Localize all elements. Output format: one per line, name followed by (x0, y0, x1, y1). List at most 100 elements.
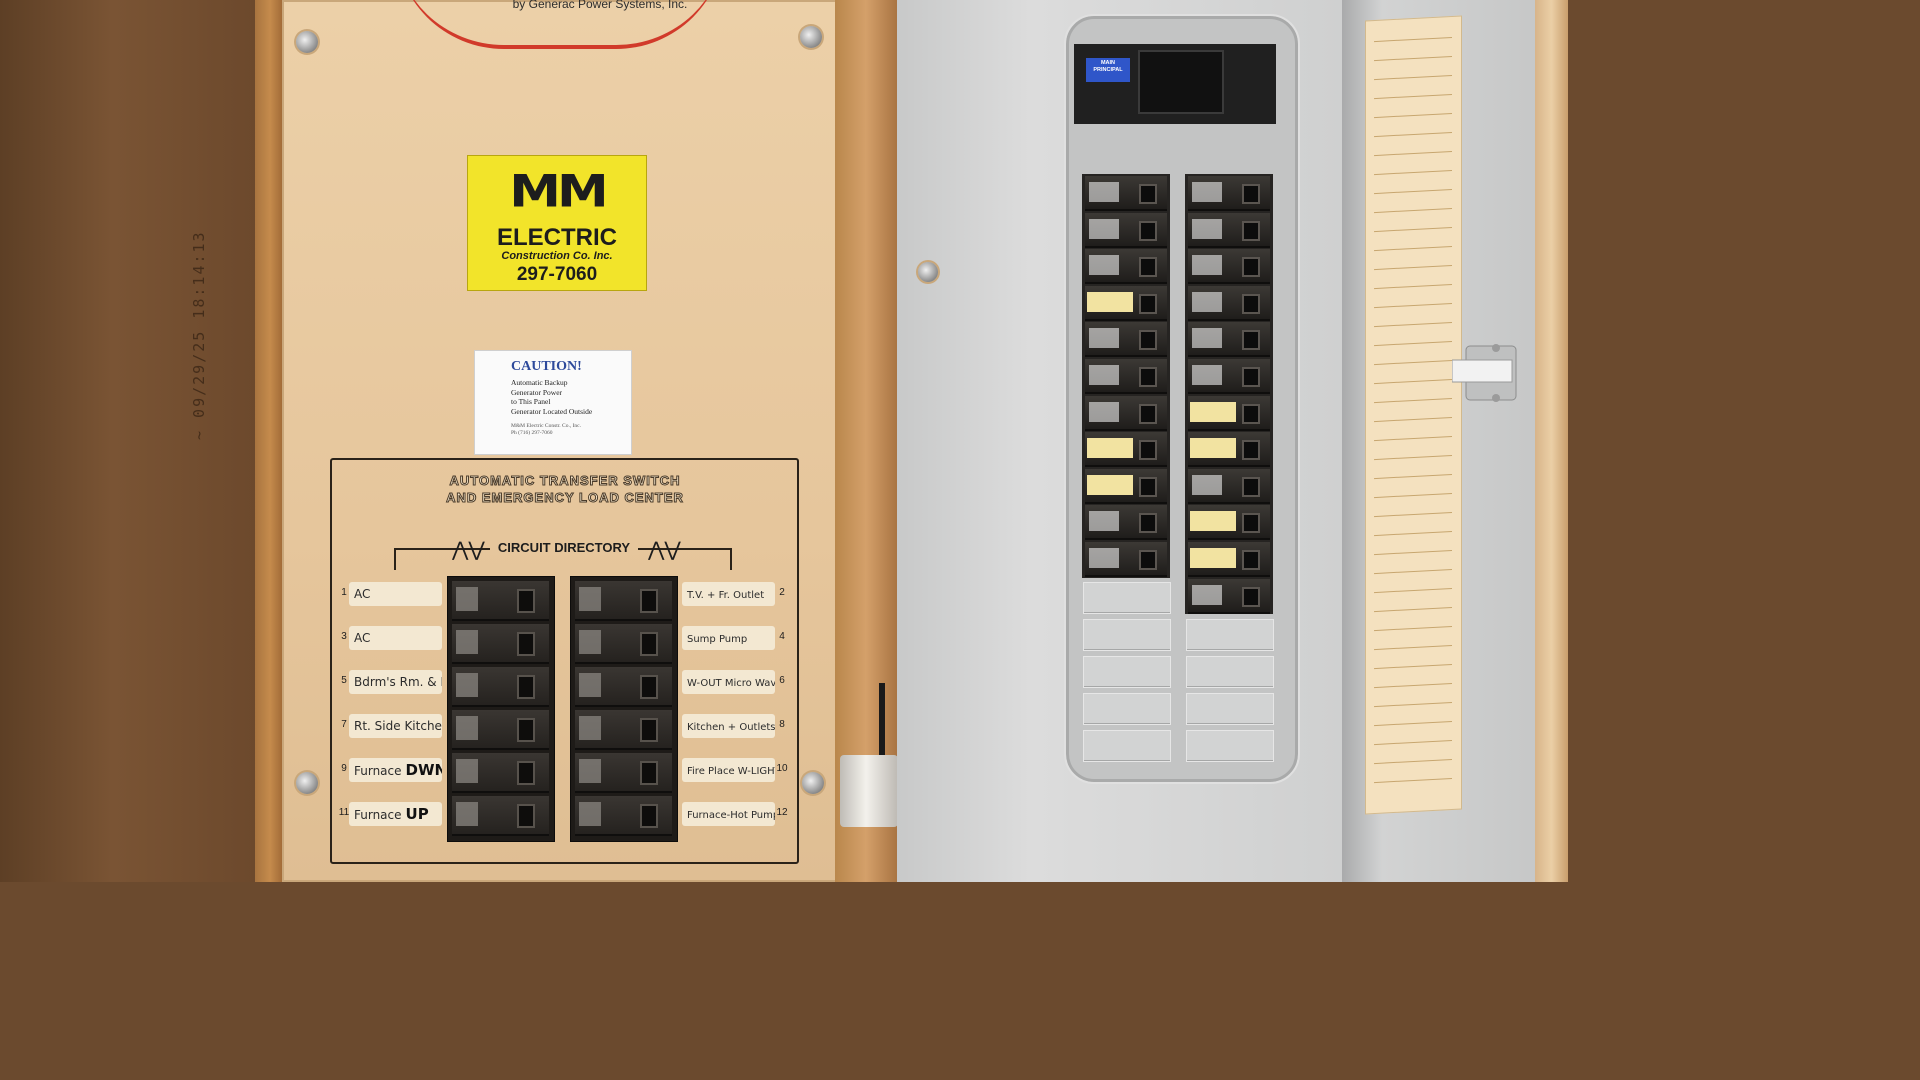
circuit-breaker[interactable] (1188, 285, 1270, 321)
breaker-handle[interactable] (1242, 367, 1260, 387)
caution-line: Automatic Backup (511, 378, 568, 387)
camera-timestamp: ~ 09/29/25 18:14:13 (190, 230, 208, 440)
circuit-breaker[interactable] (452, 710, 549, 750)
breaker-handle[interactable] (1139, 257, 1157, 278)
circuit-breaker[interactable] (1188, 176, 1270, 211)
circuit-breaker[interactable] (1085, 468, 1167, 504)
directory-rule-line (1374, 606, 1452, 613)
breaker-handle[interactable] (1139, 476, 1157, 497)
breaker-handle[interactable] (1139, 367, 1157, 387)
breaker-handle[interactable] (1139, 550, 1157, 570)
circuit-breaker[interactable] (1085, 395, 1167, 431)
circuit-breaker[interactable] (1188, 505, 1270, 541)
breaker-handle[interactable] (1242, 403, 1260, 424)
breaker-handle[interactable] (1139, 330, 1157, 351)
circuit-breaker[interactable] (452, 581, 549, 621)
circuit-breaker[interactable] (1085, 542, 1167, 577)
mm-logo: MM (509, 166, 609, 218)
breaker-handle[interactable] (1139, 220, 1157, 241)
caution-footer-line: Ph (716) 297-7060 (511, 430, 553, 436)
breaker-handle[interactable] (1242, 293, 1260, 314)
breaker-tag (1192, 218, 1222, 239)
breaker-tag (1089, 401, 1119, 422)
circuit-breaker[interactable] (1085, 176, 1167, 211)
breaker-handle[interactable] (640, 675, 658, 699)
breaker-handle[interactable] (1242, 257, 1260, 278)
directory-rule-line (1374, 720, 1452, 727)
breaker-handle[interactable] (517, 761, 535, 785)
breaker-rating-label (456, 630, 478, 654)
circuit-label: Kitchen + Outlets (682, 714, 775, 738)
breaker-handle[interactable] (1242, 184, 1260, 204)
breaker-tag (1190, 401, 1236, 422)
wire (879, 683, 885, 763)
circuit-breaker[interactable] (575, 667, 672, 707)
caution-footer-line: M&M Electric Constr. Co., Inc. (511, 423, 581, 429)
circuit-breaker[interactable] (1188, 359, 1270, 394)
breaker-handle[interactable] (517, 718, 535, 742)
circuit-breaker[interactable] (1085, 359, 1167, 394)
circuit-breaker[interactable] (452, 624, 549, 664)
main-breaker-handle[interactable] (1138, 50, 1224, 114)
circuit-breaker[interactable] (1188, 249, 1270, 285)
breaker-handle[interactable] (640, 632, 658, 656)
breaker-handle[interactable] (1139, 293, 1157, 314)
breaker-handle[interactable] (517, 589, 535, 613)
directory-rule-line (1374, 150, 1452, 157)
breaker-handle[interactable] (640, 804, 658, 828)
breaker-handle[interactable] (1139, 513, 1157, 534)
breaker-handle[interactable] (640, 761, 658, 785)
circuit-breaker[interactable] (1188, 432, 1270, 468)
breaker-handle[interactable] (1242, 220, 1260, 241)
circuit-label-text: AC (354, 587, 371, 601)
circuit-breaker[interactable] (1188, 468, 1270, 504)
breaker-tag (1089, 328, 1119, 349)
circuit-breaker[interactable] (575, 624, 672, 664)
circuit-breaker[interactable] (452, 796, 549, 836)
circuit-breaker[interactable] (1085, 212, 1167, 248)
circuit-number: 9 (341, 763, 347, 774)
breaker-handle[interactable] (1242, 330, 1260, 351)
circuit-breaker[interactable] (575, 581, 672, 621)
breaker-handle[interactable] (1242, 440, 1260, 461)
breaker-handle[interactable] (1242, 550, 1260, 570)
breaker-rating-label (579, 759, 601, 783)
breaker-handle[interactable] (640, 718, 658, 742)
directory-rule-line (1374, 378, 1452, 385)
breaker-handle[interactable] (1139, 440, 1157, 461)
circuit-breaker[interactable] (1188, 542, 1270, 577)
mm-subtitle: Construction Co. Inc. (501, 250, 613, 262)
breaker-handle[interactable] (517, 804, 535, 828)
circuit-breaker[interactable] (575, 796, 672, 836)
circuit-label-emphasis: DWN (405, 761, 442, 779)
breaker-handle[interactable] (1139, 403, 1157, 424)
directory-rule-line (1374, 74, 1452, 81)
circuit-label-text: Furnace (354, 764, 402, 778)
circuit-breaker[interactable] (1188, 578, 1270, 614)
ats-title-line: AUTOMATIC TRANSFER SWITCH (449, 473, 681, 489)
breaker-handle[interactable] (1139, 184, 1157, 204)
directory-rule-line (1374, 492, 1452, 499)
breaker-handle[interactable] (640, 589, 658, 613)
breaker-handle[interactable] (517, 632, 535, 656)
circuit-breaker[interactable] (1188, 322, 1270, 358)
circuit-breaker[interactable] (575, 753, 672, 793)
breaker-handle[interactable] (1242, 586, 1260, 607)
mm-phone: 297-7060 (516, 264, 598, 285)
ats-title-line: AND EMERGENCY LOAD CENTER (446, 490, 684, 506)
circuit-breaker[interactable] (1085, 285, 1167, 321)
door-latch[interactable] (1451, 336, 1530, 412)
breaker-handle[interactable] (1242, 513, 1260, 534)
circuit-breaker[interactable] (1188, 395, 1270, 431)
circuit-breaker[interactable] (452, 753, 549, 793)
directory-bracket-right (730, 548, 732, 570)
circuit-breaker[interactable] (575, 710, 672, 750)
circuit-breaker[interactable] (1085, 432, 1167, 468)
breaker-handle[interactable] (517, 675, 535, 699)
circuit-breaker[interactable] (1188, 212, 1270, 248)
circuit-breaker[interactable] (452, 667, 549, 707)
circuit-breaker[interactable] (1085, 322, 1167, 358)
breaker-handle[interactable] (1242, 476, 1260, 497)
circuit-breaker[interactable] (1085, 249, 1167, 285)
circuit-breaker[interactable] (1085, 505, 1167, 541)
